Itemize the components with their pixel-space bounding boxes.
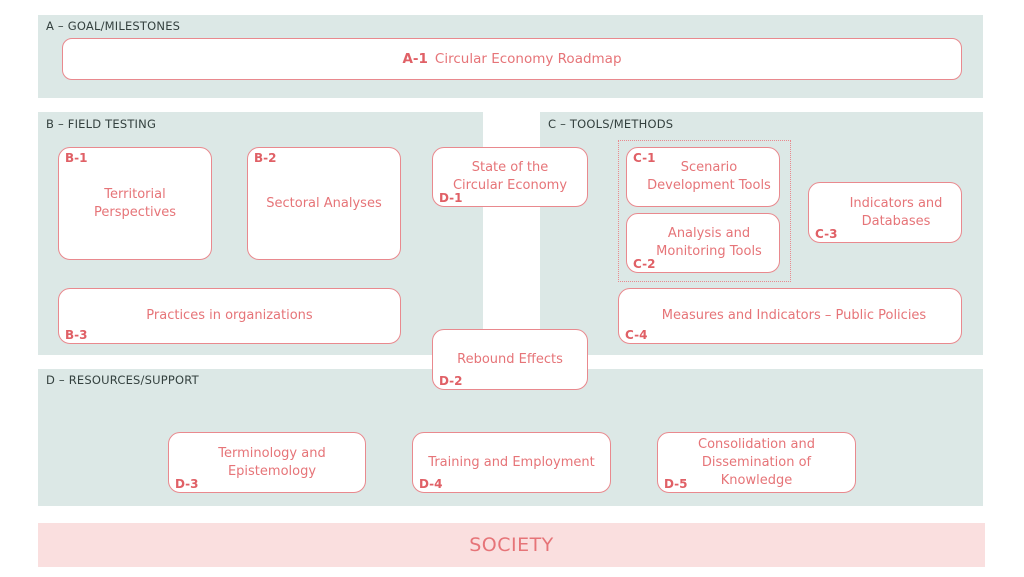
- box-d1-state-of-circular-economy: State of the Circular Economy D-1: [432, 147, 588, 207]
- scenario-analysis-group-outline: [618, 140, 791, 282]
- section-title-d: D – RESOURCES/SUPPORT: [46, 373, 199, 387]
- box-b1-territorial-perspectives: B-1 Territorial Perspectives: [58, 147, 212, 260]
- section-title-b: B – FIELD TESTING: [46, 117, 157, 131]
- box-b3-practices-in-organizations: Practices in organizations B-3: [58, 288, 401, 344]
- box-code-d1: D-1: [439, 191, 463, 205]
- box-code-d5: D-5: [664, 477, 688, 491]
- box-code-b3: B-3: [65, 328, 88, 342]
- section-title-a: A – GOAL/MILESTONES: [46, 19, 181, 33]
- box-code-b2: B-2: [254, 151, 277, 165]
- box-d2-rebound-effects: Rebound Effects D-2: [432, 329, 588, 390]
- box-label-d3: Terminology and Epistemology: [218, 445, 326, 479]
- box-label-b1: Territorial Perspectives: [93, 186, 177, 220]
- box-label-c4: Measures and Indicators – Public Policie…: [661, 308, 927, 323]
- box-a1-circular-economy-roadmap: A-1 Circular Economy Roadmap: [62, 38, 962, 80]
- box-c4-measures-indicators-public-policies: Measures and Indicators – Public Policie…: [618, 288, 962, 344]
- box-label-c2: Analysis and Monitoring Tools: [656, 226, 762, 259]
- box-code-d4: D-4: [419, 477, 443, 491]
- box-c1-scenario-development-tools: C-1 Scenario Development Tools: [626, 147, 780, 207]
- section-title-c: C – TOOLS/METHODS: [548, 117, 674, 131]
- box-label-c3: Indicators and Databases: [849, 195, 943, 229]
- society-band: SOCIETY: [38, 523, 985, 567]
- box-label-c1: Scenario Development Tools: [647, 160, 771, 193]
- box-code-c1: C-1: [633, 151, 656, 165]
- box-code-c3: C-3: [815, 227, 838, 241]
- box-d4-training-employment: Training and Employment D-4: [412, 432, 611, 493]
- box-label-d1: State of the Circular Economy: [452, 160, 568, 193]
- box-label-d4: Training and Employment: [428, 454, 595, 470]
- box-label-b3: Practices in organizations: [146, 308, 313, 323]
- box-b2-sectoral-analyses: B-2 Sectoral Analyses: [247, 147, 401, 260]
- box-d5-consolidation-dissemination: Consolidation and Dissemination of Knowl…: [657, 432, 856, 493]
- box-code-b1: B-1: [65, 151, 88, 165]
- box-c2-analysis-monitoring-tools: Analysis and Monitoring Tools C-2: [626, 213, 780, 273]
- box-label-a1: Circular Economy Roadmap: [434, 51, 622, 67]
- box-c3-indicators-databases: Indicators and Databases C-3: [808, 182, 962, 243]
- box-label-d2: Rebound Effects: [457, 351, 563, 367]
- box-code-c2: C-2: [633, 257, 656, 271]
- box-label-d5: Consolidation and Dissemination of Knowl…: [698, 436, 815, 488]
- box-d3-terminology-epistemology: Terminology and Epistemology D-3: [168, 432, 366, 493]
- box-code-a1: A-1: [402, 51, 428, 67]
- box-code-d2: D-2: [439, 374, 463, 388]
- box-code-d3: D-3: [175, 477, 199, 491]
- box-label-b2: Sectoral Analyses: [266, 195, 382, 211]
- box-code-c4: C-4: [625, 328, 648, 342]
